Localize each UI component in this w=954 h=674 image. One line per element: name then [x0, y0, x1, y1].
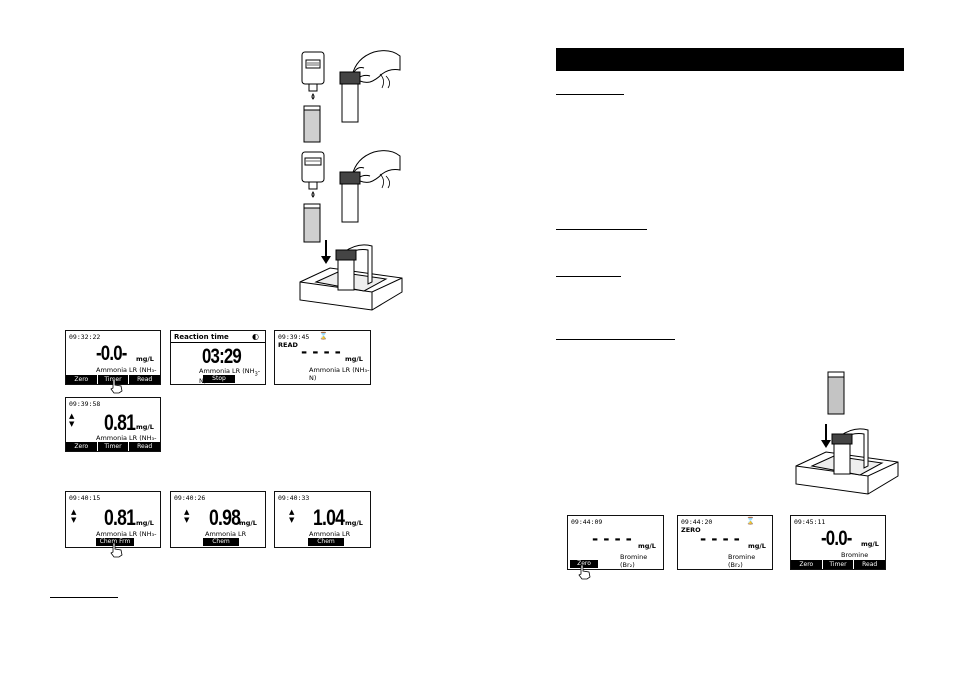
- hand-shaking-vial-illustration-2: [339, 150, 401, 223]
- clock-time: 09:39:58: [69, 400, 101, 408]
- zero-softkey[interactable]: Zero: [74, 376, 89, 383]
- countdown-value: 03:29: [202, 345, 242, 368]
- reading-value: -0.0-: [821, 527, 852, 550]
- chem-form-softkey[interactable]: Chem Frm: [203, 538, 239, 547]
- screen-title: Reaction time: [174, 333, 229, 341]
- meter-screen-bromine-ready: 09:45:11 -0.0- mg/L Bromine (Br₂) Zero T…: [790, 515, 886, 570]
- clock-time: 09:45:11: [794, 518, 826, 526]
- unit-label: mg/L: [748, 542, 766, 550]
- read-softkey[interactable]: Read: [128, 442, 160, 451]
- dash-placeholder: ----: [700, 530, 745, 548]
- pointer-hand-icon: [110, 378, 123, 394]
- zero-softkey[interactable]: Zero: [570, 560, 598, 568]
- timer-icon: ◐: [252, 332, 259, 341]
- zero-softkey[interactable]: Zero: [799, 561, 814, 568]
- unit-label: mg/L: [136, 355, 154, 363]
- scroll-arrows-icon: ▲▼: [289, 508, 295, 524]
- parameter-label: Bromine (Br₂): [620, 553, 648, 569]
- meter-screen-chem-form-3: 09:40:33 ▲▼ 1.04 mg/L Ammonia LR (NH₄⁺) …: [274, 491, 371, 548]
- unit-label: mg/L: [345, 355, 363, 363]
- stop-softkey[interactable]: Stop: [203, 375, 235, 383]
- clock-time: 09:40:33: [278, 494, 310, 502]
- meter-screen-reaction-time: Reaction time ◐ 03:29 Ammonia LR (NH3-N)…: [170, 330, 266, 385]
- read-softkey[interactable]: Read: [128, 375, 160, 384]
- reading-value: 1.04: [313, 505, 345, 530]
- meter-screen-read: 09:39:45 ⌛ READ ---- mg/L Ammonia LR (NH…: [274, 330, 371, 385]
- scroll-arrows-icon: ▲▼: [71, 508, 77, 524]
- timer-softkey[interactable]: Timer: [96, 442, 129, 451]
- clock-time: 09:39:45: [278, 333, 310, 341]
- meter-screen-bromine-zeroing: 09:44:20 ⌛ ZERO ---- mg/L Bromine (Br₂): [677, 515, 773, 570]
- unit-label: mg/L: [136, 423, 154, 431]
- section-heading-underline: [50, 597, 118, 598]
- vial-icon: [303, 105, 321, 143]
- parameter-label: Ammonia LR (NH3-N): [199, 367, 261, 385]
- section-heading-underline: [556, 229, 647, 230]
- reagent-bottle-icon: [301, 51, 325, 100]
- meter-holder-icon: [299, 244, 403, 311]
- meter-screen-bromine-zero: 09:44:09 ---- mg/L Bromine (Br₂) Zero: [567, 515, 664, 570]
- clock-time: 09:44:20: [681, 518, 713, 526]
- pointer-hand-icon: [578, 564, 591, 580]
- clock-time: 09:44:09: [571, 518, 603, 526]
- softkey-bar: Zero Timer Read: [66, 442, 160, 451]
- unit-label: mg/L: [136, 519, 154, 527]
- reading-value: 0.98: [209, 505, 241, 530]
- down-arrow-icon: [321, 240, 331, 264]
- scroll-arrows-icon: ▲▼: [184, 508, 190, 524]
- section-heading-underline: [556, 94, 624, 95]
- unit-label: mg/L: [638, 542, 656, 550]
- title-divider: [171, 342, 265, 343]
- reading-value: 0.81: [104, 505, 136, 530]
- vial-icon: [339, 171, 361, 223]
- hand-icon: [351, 150, 401, 183]
- pointer-hand-icon: [110, 542, 123, 558]
- unit-label: mg/L: [345, 519, 363, 527]
- reading-value: -0.0-: [96, 342, 127, 365]
- hand-shaking-vial-illustration: [339, 50, 401, 123]
- hourglass-icon: ⌛: [746, 517, 755, 525]
- dash-placeholder: ----: [592, 530, 637, 548]
- scroll-arrows-icon: ▲▼: [69, 412, 75, 428]
- hourglass-icon: ⌛: [319, 332, 328, 340]
- section-heading-underline: [556, 276, 621, 277]
- unit-label: mg/L: [239, 519, 257, 527]
- vial-icon: [339, 71, 361, 123]
- chem-form-softkey[interactable]: Chem Frm: [308, 538, 344, 547]
- meter-holder-illustration: [299, 240, 403, 311]
- status-label: ZERO: [681, 526, 701, 534]
- meter-screen-chem-form-2: 09:40:26 ▲▼ 0.98 mg/L Ammonia LR (NH₃) C…: [170, 491, 266, 548]
- clock-time: 09:40:26: [174, 494, 206, 502]
- dash-placeholder: ----: [301, 343, 346, 361]
- read-softkey[interactable]: Read: [853, 560, 885, 569]
- meter-holder-icon: [795, 428, 899, 495]
- timer-softkey[interactable]: Timer: [821, 560, 854, 569]
- section-heading-underline: [556, 339, 675, 340]
- meter-screen-chem-form-1: 09:40:15 ▲▼ 0.81 mg/L Ammonia LR (NH₃-N)…: [65, 491, 161, 548]
- meter-screen-result: 09:39:58 ▲▼ 0.81 mg/L Ammonia LR (NH₃-N)…: [65, 397, 161, 452]
- unit-label: mg/L: [861, 540, 879, 548]
- softkey-bar: Zero Timer Read: [791, 560, 885, 569]
- clock-time: 09:32:22: [69, 333, 101, 341]
- hand-icon: [351, 50, 401, 83]
- section-header-bar: [556, 48, 904, 71]
- vial-icon: [303, 203, 321, 243]
- chem-form-softkey[interactable]: Chem Frm: [96, 538, 134, 546]
- reagent-bottle-drip-illustration: [301, 51, 325, 143]
- parameter-label: Ammonia LR (NH₃-N): [309, 366, 370, 382]
- meter-holder-illustration-2: [795, 424, 899, 495]
- vial-illustration: [827, 371, 845, 415]
- clock-time: 09:40:15: [69, 494, 101, 502]
- vial-icon: [827, 371, 845, 415]
- parameter-label: Bromine (Br₂): [728, 553, 756, 569]
- zero-softkey[interactable]: Zero: [74, 443, 89, 450]
- status-label: READ: [278, 341, 298, 349]
- reagent-bottle-icon: [301, 151, 325, 198]
- reagent-bottle-drip-illustration-2: [301, 151, 325, 243]
- down-arrow-icon: [821, 424, 831, 448]
- meter-screen-zero: 09:32:22 -0.0- mg/L Ammonia LR (NH₃-N) Z…: [65, 330, 161, 385]
- reading-value: 0.81: [104, 410, 136, 435]
